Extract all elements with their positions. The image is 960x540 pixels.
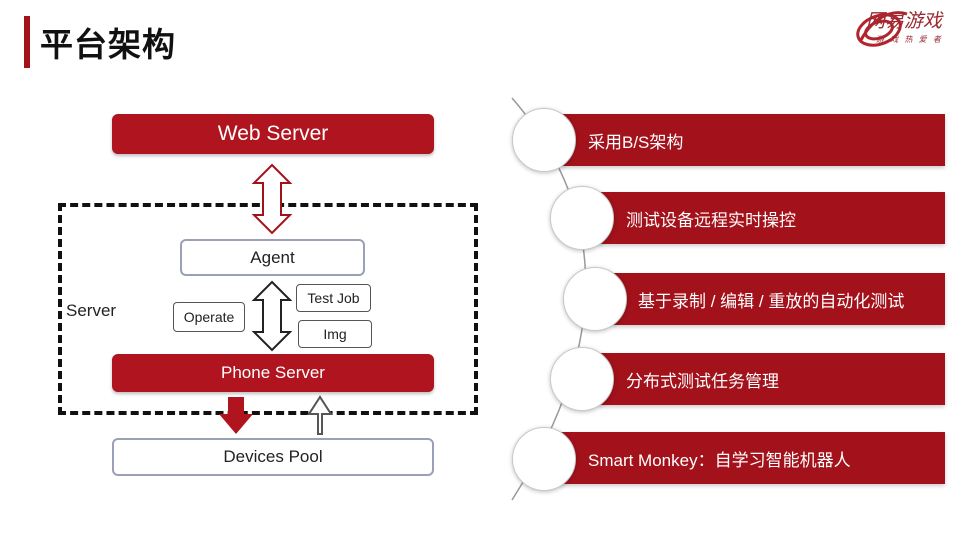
feature-circle-5 [512,427,576,491]
feature-circle-4 [550,347,614,411]
feature-circle-2 [550,186,614,250]
phone-server-box: Phone Server [112,354,434,392]
feature-band-2: 测试设备远程实时操控 [598,192,945,244]
feature-circle-3 [563,267,627,331]
logo-tagline: 游 戏 热 爱 者 [876,35,943,44]
agent-box: Agent [180,239,365,276]
title-accent-bar [24,16,30,68]
down-arrow [219,397,253,434]
test-job-box: Test Job [296,284,371,312]
agent-phone-double-arrow [251,280,293,352]
web-agent-double-arrow [251,163,293,235]
feature-text-5: Smart Monkey：自学习智能机器人 [588,450,851,470]
web-server-box: Web Server [112,114,434,154]
feature-band-1: 采用B/S架构 [560,114,945,166]
feature-text-4: 分布式测试任务管理 [626,371,779,391]
up-arrow [307,395,333,435]
server-label: Server [66,301,117,320]
logo-brand-text: 网易游戏 [866,11,943,32]
feature-text-2: 测试设备远程实时操控 [626,210,796,230]
feature-band-4: 分布式测试任务管理 [598,353,945,405]
feature-circle-1 [512,108,576,172]
operate-box: Operate [173,302,245,332]
netease-games-logo [856,11,908,47]
feature-text-1: 采用B/S架构 [588,132,684,152]
feature-band-5: Smart Monkey：自学习智能机器人 [558,432,945,484]
feature-text-3: 基于录制 / 编辑 / 重放的自动化测试 [638,291,905,311]
img-box: Img [298,320,372,348]
feature-band-3: 基于录制 / 编辑 / 重放的自动化测试 [612,273,945,325]
devices-pool-box: Devices Pool [112,438,434,476]
page-title: 平台架构 [40,26,176,63]
